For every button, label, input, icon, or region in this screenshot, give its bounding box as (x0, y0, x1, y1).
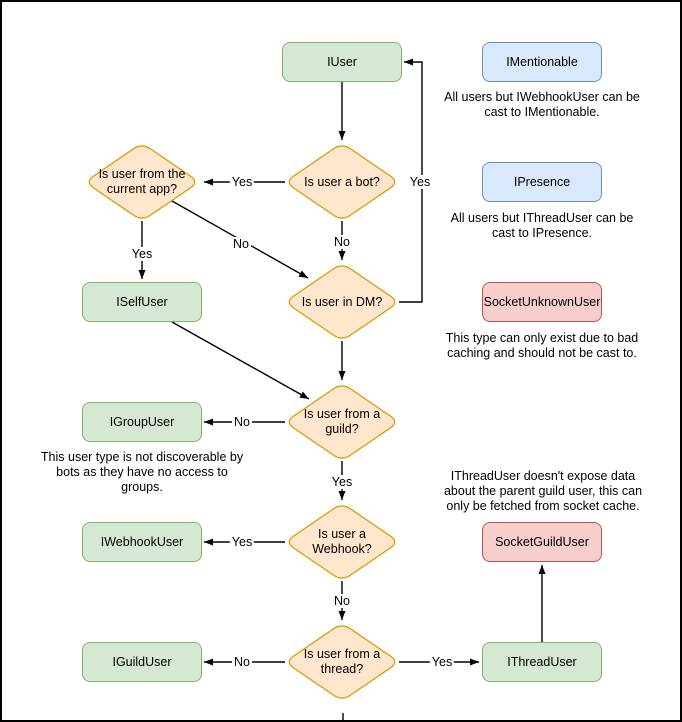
node-igroupuser: IGroupUser (82, 402, 202, 442)
note-imentionable: All users but IWebhookUser can be cast t… (427, 90, 657, 120)
node-ithreaduser: IThreadUser (482, 642, 602, 682)
decision-from-guild-label: Is user from a guild? (303, 407, 381, 436)
note-line: All users but IWebhookUser can be (444, 90, 640, 104)
note-ipresence: All users but IThreadUser can be cast to… (427, 211, 657, 241)
note-line: IThreadUser doesn't expose data (450, 469, 636, 483)
diamond-is-user-from-thread (288, 625, 396, 699)
note-line: cast to IPresence. (491, 226, 593, 240)
edge-label-app-yes: Yes (129, 247, 155, 261)
edge-label-dm-yes: Yes (407, 175, 433, 189)
note-line: This user type is not discoverable by (40, 450, 244, 464)
node-iselfuser: ISelfUser (82, 282, 202, 322)
node-socketunknownuser: SocketUnknownUser (482, 282, 602, 322)
edge-label-webhook-no: No (332, 594, 352, 608)
note-igroupuser: This user type is not discoverable by bo… (27, 450, 257, 495)
node-ipresence: IPresence (482, 162, 602, 202)
note-line: groups. (121, 480, 163, 494)
note-socketunknownuser: This type can only exist due to bad cach… (427, 331, 657, 361)
node-imentionable: IMentionable (482, 42, 602, 82)
diamond-is-user-a-bot (288, 145, 396, 219)
node-iuser: IUser (282, 42, 402, 82)
edge-label-thread-yes: Yes (429, 655, 455, 669)
node-iguilduser: IGuildUser (82, 642, 202, 682)
node-socketguilduser: SocketGuildUser (482, 522, 602, 562)
edge-label-bot-yes: Yes (229, 175, 255, 189)
diamond-is-user-a-webhook (288, 505, 396, 579)
decision-from-current-app-label: Is user from the current app? (98, 167, 186, 196)
arrow-iselfuser-to-fromguild (171, 321, 310, 400)
decision-is-webhook-label: Is user a Webhook? (312, 527, 372, 556)
decision-from-thread-label: Is user from a thread? (303, 647, 381, 676)
edge-label-bot-no: No (332, 235, 352, 249)
note-line: only be fetched from socket cache. (446, 499, 640, 513)
edge-label-guild-no: No (232, 415, 252, 429)
edge-label-thread-no: No (232, 655, 252, 669)
diamond-is-user-in-dm (288, 265, 396, 339)
decision-is-bot-label: Is user a bot? (304, 174, 380, 189)
note-line: This type can only exist due to bad (445, 331, 639, 345)
edge-label-app-no: No (231, 237, 251, 251)
edge-label-webhook-yes: Yes (229, 535, 255, 549)
decision-in-dm-label: Is user in DM? (301, 294, 383, 309)
note-line: cast to IMentionable. (484, 105, 600, 119)
note-line: All users but IThreadUser can be (450, 211, 634, 225)
note-ithreaduser: IThreadUser doesn't expose data about th… (428, 469, 658, 514)
node-iwebhookuser: IWebhookUser (82, 522, 202, 562)
diamond-is-user-from-guild (288, 385, 396, 459)
diamond-is-user-from-current-app (88, 145, 196, 219)
note-line: bots as they have no access to (56, 465, 228, 479)
edge-label-guild-yes: Yes (329, 475, 355, 489)
note-line: about the parent guild user, this can (443, 484, 643, 498)
note-line: caching and should not be cast to. (447, 346, 637, 360)
